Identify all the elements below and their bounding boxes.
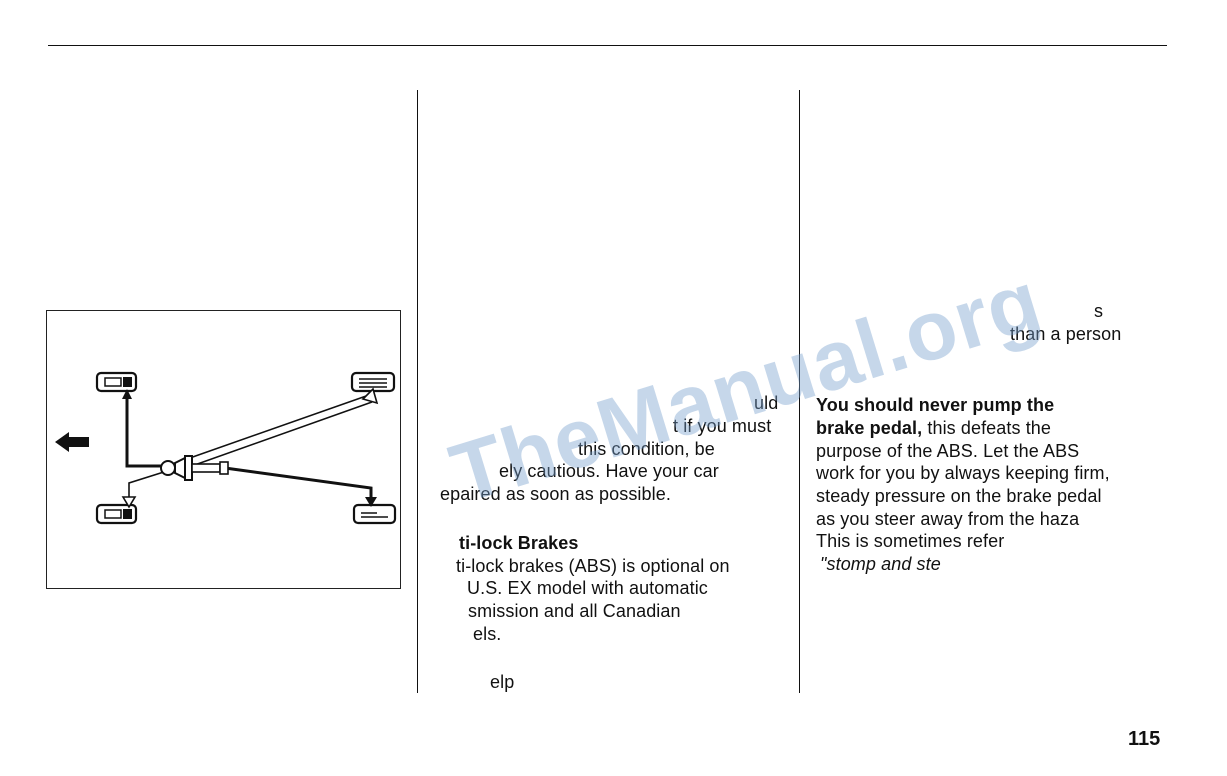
body-text-line: ti-lock brakes (ABS) is optional on	[456, 556, 730, 576]
column-divider-right	[799, 90, 800, 693]
body-text-fragment: s	[1094, 301, 1104, 321]
brake-system-diagram	[46, 310, 401, 589]
body-text-line: els.	[473, 624, 502, 644]
body-text-line: U.S. EX model with automatic	[467, 578, 708, 598]
warning-bold-phrase: brake pedal,	[816, 418, 923, 438]
section-heading: ti-lock Brakes	[459, 533, 579, 553]
wheel-icon	[352, 503, 397, 525]
body-text-line: elp	[490, 672, 515, 692]
body-text-line: as you steer away from the haza	[816, 509, 1080, 529]
wheel-icon	[95, 503, 138, 525]
body-text-line: smission and all Canadian	[468, 601, 681, 621]
body-text-line: brake pedal, this defeats the	[816, 417, 1051, 440]
header-rule	[48, 45, 1167, 46]
wheel-icon	[350, 371, 396, 393]
body-text-line: t if you must	[673, 416, 772, 436]
master-cylinder-icon	[160, 455, 229, 481]
body-text-line: steady pressure on the brake pedal	[816, 486, 1102, 506]
body-text-line: epaired as soon as possible.	[440, 484, 671, 504]
body-text-line: purpose of the ABS. Let the ABS	[816, 441, 1080, 461]
body-text-line: This is sometimes refer	[816, 531, 1005, 551]
body-text-fragment: than a person	[1010, 324, 1122, 344]
body-text-line: ely cautious. Have your car	[499, 461, 719, 481]
warning-bold-line: You should never pump the	[816, 395, 1055, 415]
body-text-line: uld	[754, 393, 779, 413]
body-text-line: this condition, be	[578, 439, 715, 459]
body-text-span: this defeats the	[922, 418, 1052, 438]
body-text-line: work for you by always keeping firm,	[816, 463, 1110, 483]
quoted-phrase: "stomp and ste	[820, 554, 941, 574]
brake-lines	[121, 387, 379, 509]
wheel-icon	[95, 371, 138, 393]
column-divider-left	[417, 90, 418, 693]
page-number: 115	[1128, 728, 1161, 750]
arrow-forward-icon	[55, 432, 89, 452]
